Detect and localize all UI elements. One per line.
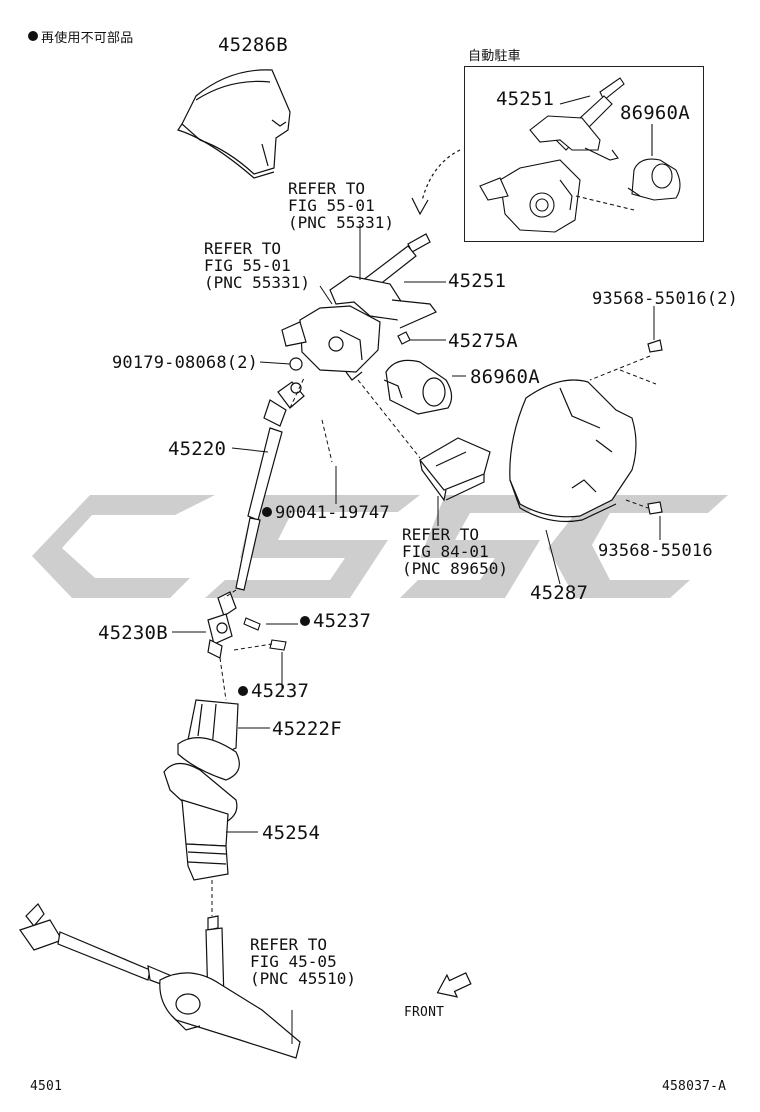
refer-line: (PNC 55331): [204, 273, 310, 292]
column-hole-cover-45254: [163, 762, 238, 881]
part-label-45251: 45251: [448, 270, 507, 292]
footer-left-code: 4501: [30, 1079, 63, 1094]
front-arrow-icon: [436, 972, 472, 998]
refer-line: FIG 55-01: [288, 196, 375, 215]
inset-callout-arrow: [411, 149, 461, 216]
non-reusable-dot-icon: [238, 686, 248, 696]
refer-line: FIG 84-01: [402, 542, 489, 561]
inset-frame: [464, 66, 704, 242]
dashed-leader-lines: [211, 355, 657, 916]
refer-line: REFER TO: [204, 239, 282, 258]
steering-rack: [19, 903, 301, 1059]
steering-column-45251: [281, 233, 437, 381]
part-label-90179-08068: 90179-08068(2): [112, 353, 259, 373]
inset-column-assembly: [479, 77, 681, 233]
inset-title: 自動駐車: [468, 49, 521, 64]
part-label-90041-19747: 90041-19747: [262, 504, 390, 522]
refer-line: REFER TO: [288, 179, 366, 198]
part-label-93568-55016: 93568-55016: [598, 541, 713, 561]
refer-line: (PNC 89650): [402, 559, 508, 578]
refer-line: REFER TO: [250, 935, 328, 954]
part-number: 45237: [313, 610, 372, 632]
part-label-45287: 45287: [530, 582, 589, 604]
upper-column-cover-45286B: [177, 69, 291, 179]
bolts-45237: [243, 617, 287, 651]
refer-line: (PNC 55331): [288, 213, 394, 232]
legend-text: 再使用不可部品: [41, 31, 134, 46]
part-label-45222F: 45222F: [272, 718, 342, 740]
universal-joint-45230B: [207, 591, 237, 659]
part-label-45237-b: 45237: [238, 680, 310, 702]
part-label-45254: 45254: [262, 822, 321, 844]
legend-non-reusable: 再使用不可部品: [28, 30, 133, 48]
non-reusable-dot-icon: [300, 616, 310, 626]
intermediate-shaft-45220: [235, 381, 305, 591]
part-label-45275A: 45275A: [448, 330, 518, 352]
part-label-93568-55016-2: 93568-55016(2): [592, 289, 739, 309]
refer-line: FIG 55-01: [204, 256, 291, 275]
part-label-86960A-inset: 86960A: [620, 102, 690, 124]
refer-line: (PNC 45510): [250, 969, 356, 988]
part-number: 90041-19747: [275, 503, 390, 523]
part-label-45237-a: 45237: [300, 610, 372, 632]
part-label-45286B: 45286B: [218, 34, 288, 56]
lower-column-cover-45287: [509, 339, 663, 523]
dust-boot-45222F: [177, 699, 240, 781]
part-label-86960A: 86960A: [470, 366, 540, 388]
part-label-45220: 45220: [168, 438, 227, 460]
solid-leader-lines: [172, 224, 661, 1044]
front-label: FRONT: [404, 1005, 445, 1020]
part-number: 45237: [251, 680, 310, 702]
part-label-45230B: 45230B: [98, 622, 168, 644]
refer-line: REFER TO: [402, 525, 480, 544]
footer-right-code: 458037-A: [662, 1079, 727, 1094]
non-reusable-dot-icon: [262, 507, 272, 517]
motor-86960A: [383, 359, 453, 415]
part-label-45251-inset: 45251: [496, 88, 555, 110]
refer-line: FIG 45-05: [250, 952, 337, 971]
legend-dot-icon: [28, 31, 38, 41]
ecu-module: [419, 437, 491, 502]
